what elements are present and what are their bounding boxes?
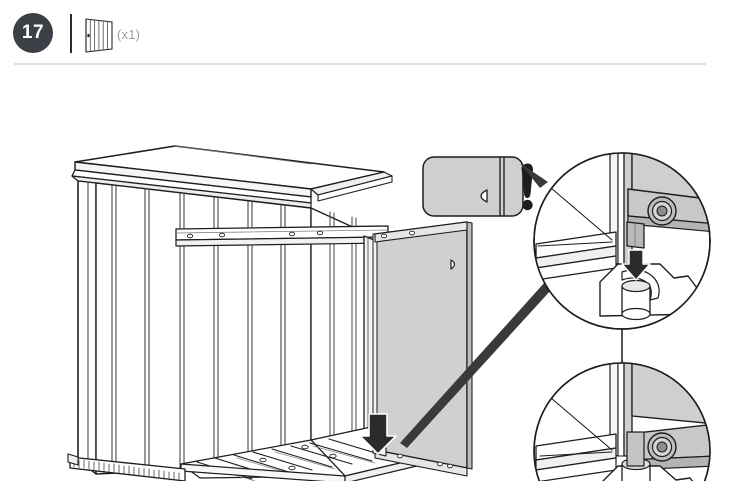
handle-callout — [422, 156, 524, 217]
shed-base-rail — [67, 453, 186, 481]
rail-bolt-holes — [186, 230, 324, 239]
step-header: 17 (x1) — [0, 0, 734, 65]
base-rail-hatching — [73, 458, 180, 481]
leader-line-bottom — [400, 282, 551, 448]
assembly-diagram-svg — [67, 145, 711, 481]
step-number-badge: 17 — [13, 13, 53, 53]
leader-line-top — [520, 163, 548, 188]
assembly-diagram — [0, 64, 734, 481]
shed-top-rail — [175, 225, 389, 247]
part-quantity-label: (x1) — [117, 27, 141, 42]
shed-structure — [67, 145, 422, 481]
shed-roof — [71, 145, 393, 209]
shed-left-wall — [77, 180, 312, 475]
detail-callout-bottom — [533, 362, 711, 481]
door-handle — [450, 259, 456, 270]
handle-detail-icon — [480, 189, 488, 203]
door-panel — [372, 221, 473, 477]
header-divider — [14, 63, 706, 65]
shed-back-wall — [310, 207, 369, 465]
down-arrow — [359, 413, 397, 455]
detail-callout-top — [533, 152, 711, 330]
header-separator — [70, 14, 72, 53]
door-panel-icon — [82, 16, 116, 54]
